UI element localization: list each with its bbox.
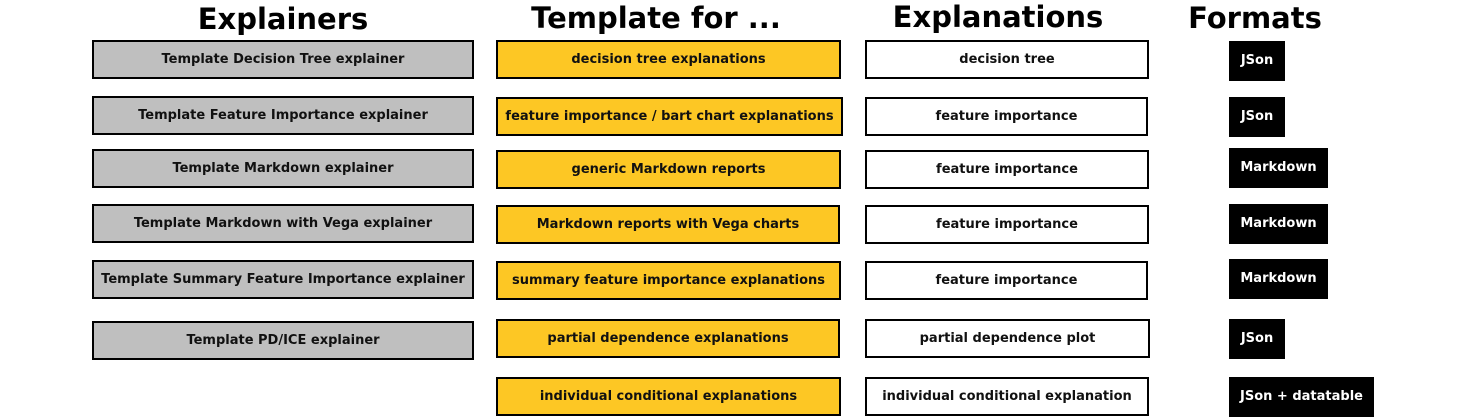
header-explainers: Explainers (197, 2, 369, 36)
explainer-box-summary-feature-importance: Template Summary Feature Importance expl… (92, 260, 474, 299)
explanation-box-feature-importance-1: feature importance (865, 97, 1148, 136)
format-badge-json-1: JSon (1229, 41, 1285, 81)
header-explanations: Explanations (892, 0, 1104, 34)
explainer-box-markdown: Template Markdown explainer (92, 149, 474, 188)
template-box-decision-tree: decision tree explanations (496, 40, 841, 79)
template-box-individual-conditional: individual conditional explanations (496, 377, 841, 416)
template-box-summary-feature-importance: summary feature importance explanations (496, 261, 841, 300)
explanation-box-decision-tree: decision tree (865, 40, 1149, 79)
format-label: JSon + datatable (1240, 388, 1363, 404)
explanation-box-feature-importance-4: feature importance (865, 261, 1148, 300)
format-label: JSon (1240, 330, 1274, 346)
format-badge-markdown-2: Markdown (1229, 204, 1328, 244)
header-template-for: Template for ... (531, 1, 781, 35)
explanation-box-individual-conditional: individual conditional explanation (865, 377, 1149, 416)
format-label: JSon (1240, 108, 1274, 124)
template-box-markdown-vega: Markdown reports with Vega charts (496, 205, 840, 244)
explainer-box-decision-tree: Template Decision Tree explainer (92, 40, 474, 79)
explanation-box-partial-dependence-plot: partial dependence plot (865, 319, 1150, 358)
explainer-box-pd-ice: Template PD/ICE explainer (92, 321, 474, 360)
template-box-partial-dependence: partial dependence explanations (496, 319, 840, 358)
header-formats: Formats (1188, 1, 1322, 35)
format-badge-markdown-3: Markdown (1229, 259, 1328, 299)
format-label: Markdown (1240, 270, 1317, 286)
explanation-box-feature-importance-3: feature importance (865, 205, 1149, 244)
format-badge-json-datatable: JSon + datatable (1229, 377, 1374, 417)
template-box-markdown-reports: generic Markdown reports (496, 150, 841, 189)
explainer-box-feature-importance: Template Feature Importance explainer (92, 96, 474, 135)
explanation-box-feature-importance-2: feature importance (865, 150, 1149, 189)
format-label: Markdown (1240, 215, 1317, 231)
format-badge-json-3: JSon (1229, 319, 1285, 359)
format-label: JSon (1240, 52, 1274, 68)
format-badge-json-2: JSon (1229, 97, 1285, 137)
explainer-box-markdown-vega: Template Markdown with Vega explainer (92, 204, 474, 243)
template-box-feature-importance: feature importance / bart chart explanat… (496, 97, 843, 136)
format-badge-markdown-1: Markdown (1229, 148, 1328, 188)
format-label: Markdown (1240, 159, 1317, 175)
